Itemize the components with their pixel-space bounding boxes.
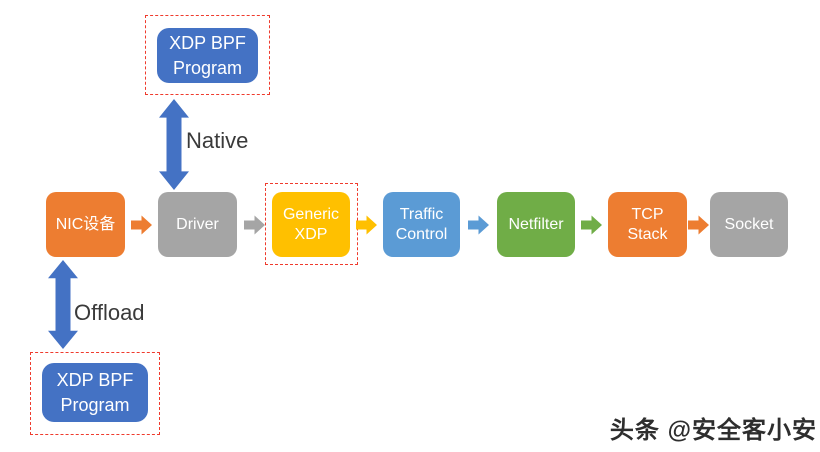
xdp-program-label-line: XDP BPF [169,32,246,53]
xdp-program-label-line: Program [60,394,130,415]
pipeline-node-socket: Socket [710,192,788,257]
flow-arrow-icon [244,215,265,235]
xdp-program-top-box: XDP BPF Program [157,28,258,83]
node-label-line: TCP [631,205,664,223]
native-double-arrow-icon [159,99,189,190]
flow-arrow-icon [131,215,152,235]
node-label-line: Socket [724,215,774,233]
node-label-line: XDP [294,225,328,243]
native-label: Native [186,128,249,153]
pipeline-node-netfilter: Netfilter [497,192,575,257]
xdp-program-label-line: Program [172,57,243,78]
xdp-program-top-highlight-frame: XDP BPF Program [145,15,270,95]
pipeline-node-generic-xdp: Generic XDP [272,192,350,257]
node-label-line: NIC设备 [55,215,116,233]
xdp-program-bottom-highlight-frame: XDP BPF Program [30,352,160,435]
watermark: 头条 @安全客小安 [609,417,817,444]
node-label-line: Stack [627,225,668,243]
xdp-program-label-line: XDP BPF [56,369,134,390]
node-label-line: Netfilter [508,215,564,233]
pipeline-node-tcp-stack: TCP Stack [608,192,687,257]
pipeline-node-driver: Driver [158,192,237,257]
flow-arrow-icon [688,215,709,235]
flow-arrow-icon [581,215,602,235]
node-label-line: Generic [282,205,340,223]
node-label-line: Driver [176,215,219,233]
node-label-line: Traffic [399,205,444,223]
offload-label: Offload [74,300,145,325]
flow-arrow-icon [468,215,489,235]
flow-arrow-icon [356,215,377,235]
xdp-program-bottom-box: XDP BPF Program [42,363,148,422]
offload-double-arrow-icon [48,260,78,349]
pipeline-node-traffic-control: Traffic Control [383,192,460,257]
node-label-line: Control [395,225,448,243]
pipeline-node-nic: NIC设备 [46,192,125,257]
